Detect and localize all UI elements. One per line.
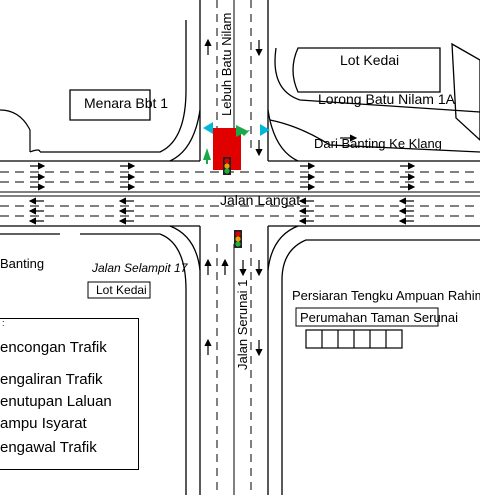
perumahan-blocks (305, 329, 403, 349)
traffic-flow-arrow-icon (203, 125, 250, 164)
north-lane-dashes (216, 0, 252, 150)
lane-arrows-main-road (28, 162, 416, 225)
traffic-light-icon (223, 157, 231, 175)
menara-block (69, 89, 151, 121)
label-lot-kedai-bottom: Lot Kedai (96, 283, 147, 297)
legend-item: ampu Isyarat (0, 415, 87, 432)
label-banting: Banting (0, 256, 44, 271)
lebuh-batu-nilam-road (40, 0, 299, 162)
label-lebuh: Lebuh Batu Nilam (219, 13, 234, 116)
jalan-serunai-road (159, 225, 480, 495)
legend-item: engawal Trafik (0, 439, 97, 456)
legend-item: enutupan Laluan (0, 393, 112, 410)
legend-item: engaliran Trafik (0, 371, 103, 388)
legend: : encongan Trafik engaliran Trafik enutu… (0, 318, 139, 470)
label-boxes (87, 281, 439, 327)
lane-arrows-side-roads (204, 38, 358, 357)
label-perumahan: Perumahan Taman Serunai (300, 310, 458, 325)
legend-item: encongan Trafik (0, 339, 107, 356)
traffic-light-icon (234, 230, 242, 248)
jalan-langat-road (0, 160, 480, 227)
label-menara: Menara Bbt 1 (84, 95, 168, 111)
diversion-arrow-icon (203, 122, 270, 136)
left-curbs (0, 109, 160, 235)
legend-header: : (2, 318, 5, 328)
lane-dashes (0, 171, 480, 217)
label-jalan-selampit: Jalan Selampit 17 (91, 261, 189, 275)
label-lot-kedai-top: Lot Kedai (340, 52, 399, 68)
label-dari-banting: Dari Banting Ke Klang (314, 136, 442, 151)
label-jalan-langat: Jalan Langat (220, 192, 300, 208)
label-lorong: Lorong Batu Nilam 1A (318, 91, 456, 107)
label-jalan-serunai: Jalan Serunai 1 (235, 280, 250, 370)
lot-kedai-top-block (269, 42, 480, 153)
label-persiaran: Persiaran Tengku Ampuan Rahimah (292, 288, 480, 303)
